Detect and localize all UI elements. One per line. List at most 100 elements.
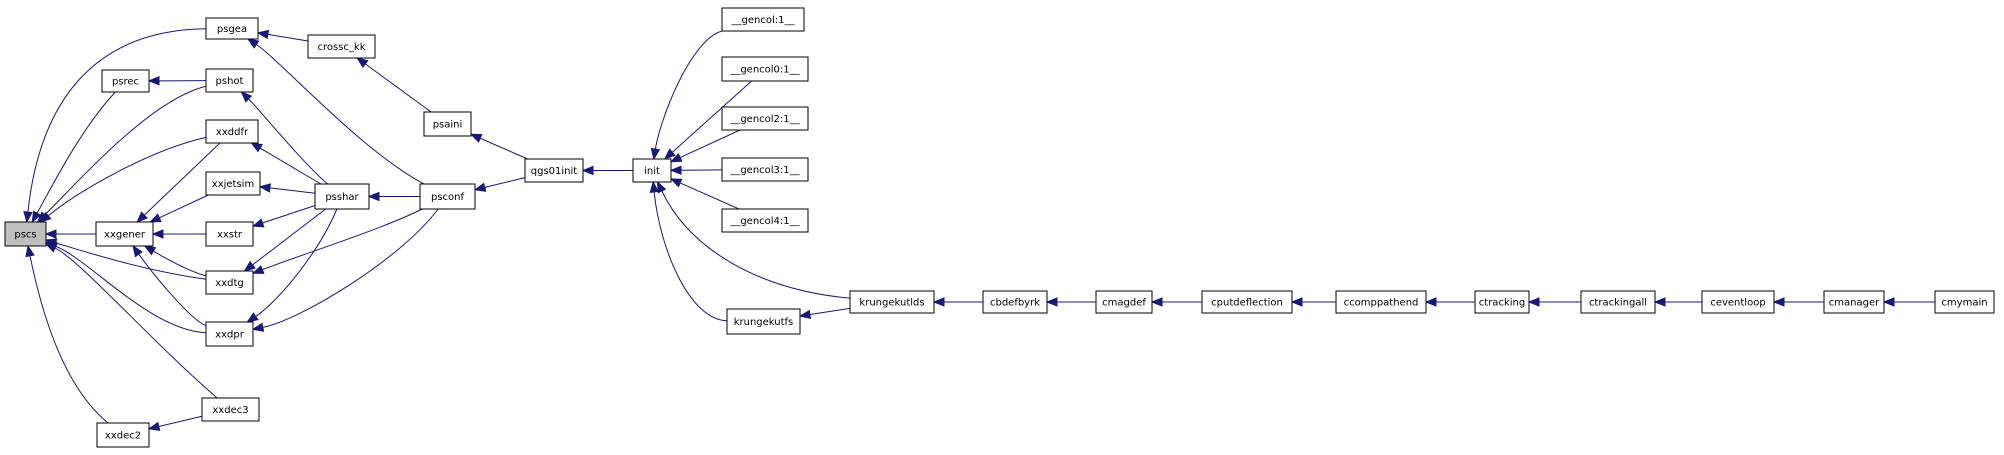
node-box xyxy=(205,321,254,347)
edge-line xyxy=(143,142,221,216)
node-psshar[interactable]: psshar xyxy=(314,183,370,210)
node-ceventloop[interactable]: ceventloop xyxy=(1701,290,1775,314)
edge-line xyxy=(36,91,116,214)
arrowhead-icon xyxy=(246,312,259,323)
arrowhead-icon xyxy=(23,211,33,224)
node-xxjetsim[interactable]: xxjetsim xyxy=(205,171,261,196)
edge-ctracking-to-ccomppathend xyxy=(1424,297,1475,307)
node-xxdpr[interactable]: xxdpr xyxy=(205,321,254,347)
node-box xyxy=(721,157,809,182)
node-gencol[interactable]: __gencol:1__ xyxy=(721,7,805,32)
node-label: __gencol4:1__ xyxy=(729,216,800,227)
node-cmagdef[interactable]: cmagdef xyxy=(1095,290,1153,314)
node-gencol4[interactable]: __gencol4:1__ xyxy=(721,208,809,233)
node-cputdeflection[interactable]: cputdeflection xyxy=(1201,290,1293,314)
arrowhead-icon xyxy=(1882,297,1895,307)
node-krungekutfs[interactable]: krungekutfs xyxy=(726,308,801,335)
node-xxdec3[interactable]: xxdec3 xyxy=(201,397,260,422)
node-xxstr[interactable]: xxstr xyxy=(205,221,254,247)
edge-psgea-to-pscs xyxy=(23,28,207,224)
edge-cmagdef-to-cbdefbyrk xyxy=(1045,297,1096,307)
node-label: __gencol:1__ xyxy=(731,15,796,26)
arrowhead-icon xyxy=(356,57,369,68)
node-label: qgs01init xyxy=(531,166,578,177)
edge-line xyxy=(256,44,425,185)
node-ctrackingall[interactable]: ctrackingall xyxy=(1580,290,1656,314)
arrowhead-icon xyxy=(136,211,148,223)
node-label: cmymain xyxy=(1941,298,1987,309)
edge-psconf-to-psgea xyxy=(246,38,425,185)
edge-psaini-to-crossc_kk xyxy=(356,57,432,113)
node-label: xxgener xyxy=(104,230,146,241)
arrowhead-icon xyxy=(473,182,487,192)
arrowhead-icon xyxy=(39,211,52,223)
arrowhead-icon xyxy=(650,147,661,161)
node-label: xxddfr xyxy=(216,127,249,138)
edge-krungekutlds-to-init xyxy=(656,180,851,299)
arrowhead-icon xyxy=(932,297,945,307)
edge-line xyxy=(44,85,207,216)
edge-line xyxy=(27,28,207,213)
edge-line xyxy=(679,182,740,210)
arrowhead-icon xyxy=(151,229,164,239)
node-gencol0[interactable]: __gencol0:1__ xyxy=(721,56,809,82)
node-psgea[interactable]: psgea xyxy=(205,17,259,40)
arrowhead-icon xyxy=(469,133,483,143)
arrowhead-icon xyxy=(1045,297,1058,307)
arrowhead-icon xyxy=(367,191,380,202)
node-ctracking[interactable]: ctracking xyxy=(1474,290,1530,314)
node-xxdtg[interactable]: xxdtg xyxy=(205,270,254,295)
node-label: xxjetsim xyxy=(212,179,254,190)
arrowhead-icon xyxy=(1772,297,1785,307)
node-krungekutlds[interactable]: krungekutlds xyxy=(849,290,935,314)
node-box xyxy=(1474,290,1530,314)
edge-gencol2-to-init xyxy=(669,129,741,163)
node-label: xxdec2 xyxy=(105,431,141,442)
node-label: psgea xyxy=(217,24,247,35)
edge-xxddfr-to-xxgener xyxy=(136,142,221,223)
edge-line xyxy=(365,63,432,113)
node-xxdec2[interactable]: xxdec2 xyxy=(96,422,150,448)
node-box xyxy=(205,171,261,196)
edge-line xyxy=(262,208,423,271)
edge-cputdeflection-to-cmagdef xyxy=(1150,297,1202,307)
node-cmymain[interactable]: cmymain xyxy=(1934,290,1995,314)
edge-line xyxy=(259,147,322,185)
arrowhead-icon xyxy=(147,76,160,86)
edge-line xyxy=(484,177,526,188)
node-label: psaini xyxy=(433,120,463,131)
node-gencol2[interactable]: __gencol2:1__ xyxy=(721,106,809,131)
node-init[interactable]: init xyxy=(632,158,672,183)
node-gencol3[interactable]: __gencol3:1__ xyxy=(721,157,809,182)
edge-line xyxy=(47,136,207,217)
arrowhead-icon xyxy=(147,421,161,432)
edge-gencol-to-init xyxy=(650,30,723,161)
node-label: cputdeflection xyxy=(1211,298,1283,309)
node-label: cmanager xyxy=(1829,298,1880,309)
node-qgs01init[interactable]: qgs01init xyxy=(524,158,584,183)
node-box xyxy=(1201,290,1293,314)
edge-line xyxy=(252,208,326,266)
arrowhead-icon xyxy=(1653,297,1666,307)
edge-xxdec3-to-pscs xyxy=(44,243,218,399)
node-label: xxdec3 xyxy=(212,405,248,416)
node-crossc_kk[interactable]: crossc_kk xyxy=(307,34,376,59)
node-cmanager[interactable]: cmanager xyxy=(1823,290,1885,314)
node-box xyxy=(4,221,47,247)
edge-psshar-to-xxddfr xyxy=(250,142,322,185)
arrowhead-icon xyxy=(246,38,260,49)
node-psrec[interactable]: psrec xyxy=(101,69,150,93)
node-psaini[interactable]: psaini xyxy=(423,111,472,137)
edge-line xyxy=(29,255,109,424)
node-xxddfr[interactable]: xxddfr xyxy=(205,119,259,144)
node-ccomppathend[interactable]: ccomppathend xyxy=(1335,290,1427,314)
edge-line xyxy=(248,98,328,185)
edge-xxjetsim-to-xxgener xyxy=(149,194,209,223)
node-cbdefbyrk[interactable]: cbdefbyrk xyxy=(982,290,1048,314)
node-xxgener[interactable]: xxgener xyxy=(95,221,154,247)
node-pshot[interactable]: pshot xyxy=(205,68,254,93)
edge-xxdec2-to-pscs xyxy=(25,244,109,424)
node-psconf[interactable]: psconf xyxy=(419,183,476,210)
